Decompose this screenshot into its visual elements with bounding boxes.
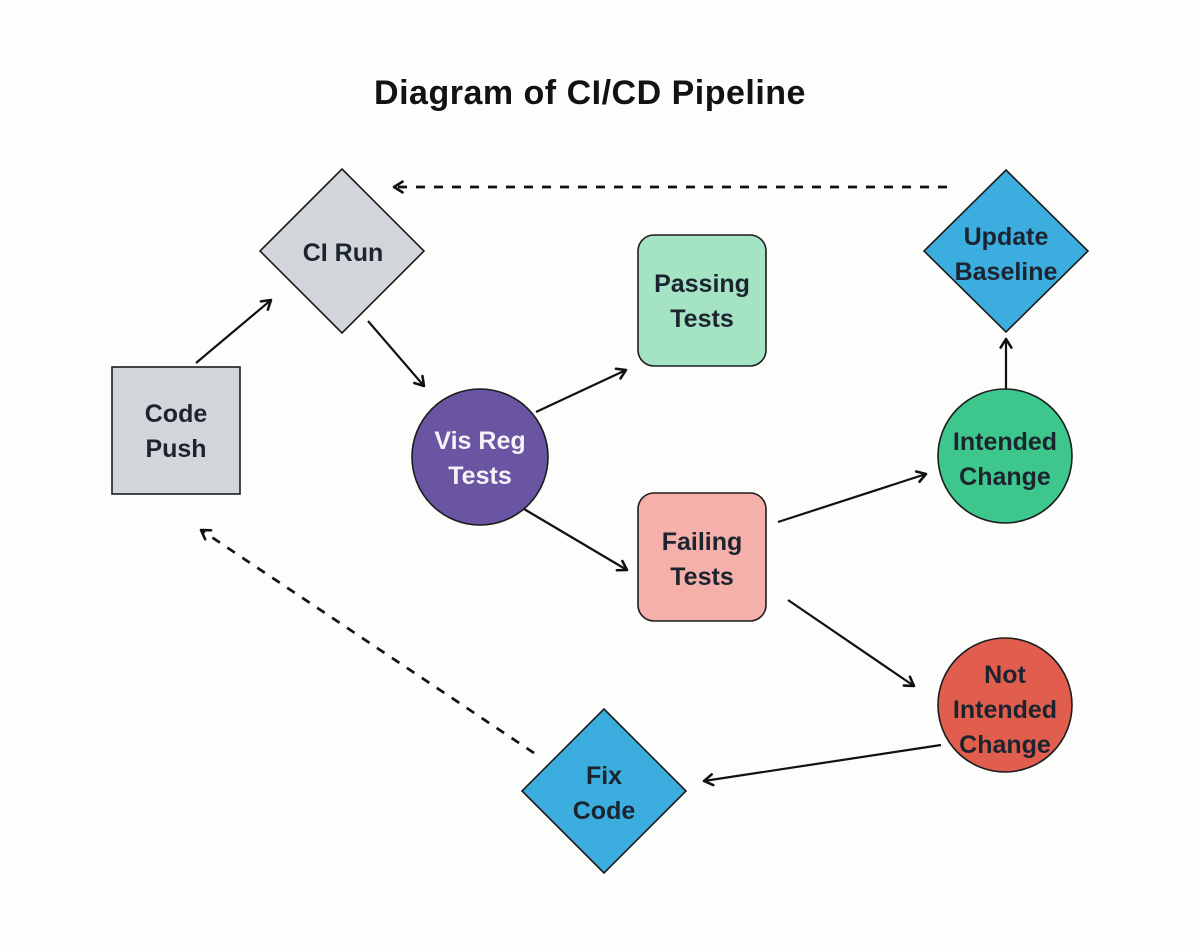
node-intended-change-label-line1: Intended: [953, 428, 1057, 456]
edge-not-intended-change-to-fix-code: [702, 743, 942, 787]
node-not-intended-change-label-line1: Not: [984, 661, 1026, 689]
node-update-baseline: [922, 168, 1090, 334]
node-intended-change-label-line2: Change: [959, 463, 1051, 491]
node-intended-change: [937, 388, 1073, 524]
node-failing-tests: [637, 492, 767, 622]
node-not-intended-change: [937, 637, 1073, 773]
edge-vis-reg-tests-to-failing-tests: [523, 508, 629, 572]
edge-vis-reg-tests-to-passing-tests: [535, 367, 628, 413]
node-passing-tests-label-line2: Tests: [670, 305, 733, 333]
node-passing-tests-label-line1: Passing: [654, 270, 750, 298]
node-ci-run: [258, 167, 426, 335]
node-not-intended-change-label-line2: Intended: [953, 696, 1057, 724]
node-fix-code: [520, 707, 688, 875]
node-failing-tests-label-line2: Tests: [670, 563, 733, 591]
edge-failing-tests-to-intended-change: [777, 470, 928, 524]
node-ci-run-label: CI Run: [303, 239, 384, 267]
edge-ci-run-to-vis-reg-tests: [367, 320, 426, 388]
node-code-push-label-line2: Push: [145, 435, 206, 463]
edge-code-push-to-ci-run: [195, 298, 273, 364]
node-vis-reg-tests-label-line2: Tests: [448, 462, 511, 490]
node-fix-code-label-line2: Code: [573, 797, 636, 825]
node-not-intended-change-label-line3: Change: [959, 731, 1051, 759]
node-failing-tests-label-line1: Failing: [662, 528, 743, 556]
node-fix-code-label-line1: Fix: [586, 762, 622, 790]
node-code-push: [111, 366, 241, 495]
edge-fix-code-to-code-push: [199, 528, 535, 755]
node-code-push-label-line1: Code: [145, 400, 208, 428]
node-vis-reg-tests: [411, 388, 549, 526]
node-passing-tests: [637, 234, 767, 367]
edge-failing-tests-to-not-intended-change: [787, 599, 916, 688]
node-vis-reg-tests-label-line1: Vis Reg: [434, 427, 525, 455]
node-update-baseline-label-line2: Baseline: [955, 258, 1058, 286]
page-title: Diagram of CI/CD Pipeline: [374, 74, 806, 112]
node-update-baseline-label-line1: Update: [964, 223, 1049, 251]
